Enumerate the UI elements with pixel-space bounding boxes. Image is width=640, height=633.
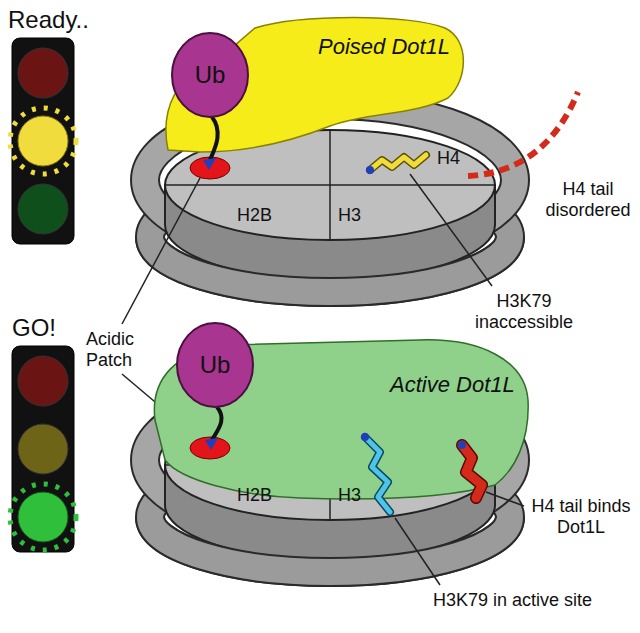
green-lamp-on bbox=[18, 492, 68, 542]
h3k79-residue bbox=[370, 155, 426, 170]
yellow-lamp-on bbox=[18, 116, 68, 166]
ubiquitin-shape bbox=[172, 33, 248, 117]
ubiquitin-shape bbox=[177, 323, 253, 407]
red-lamp-off bbox=[18, 48, 68, 98]
linkage-marker bbox=[203, 158, 216, 170]
histone-label: H2B bbox=[237, 485, 272, 506]
callout-label: H4 tail disordered bbox=[542, 178, 634, 221]
traffic-light-housing bbox=[12, 38, 74, 244]
state-label: GO! bbox=[12, 314, 56, 342]
traffic-light-housing bbox=[12, 346, 74, 552]
dna-gyre-front bbox=[150, 517, 510, 572]
leader-line bbox=[122, 178, 200, 324]
leader-line bbox=[410, 174, 492, 286]
callout-label: H3K79 inaccessible bbox=[468, 290, 580, 333]
dna-gyre-front bbox=[150, 237, 510, 292]
dna-gyre-front bbox=[150, 237, 510, 292]
histone-label: H2B bbox=[237, 205, 272, 226]
yellow-lamp-off bbox=[18, 424, 68, 474]
residue-atom bbox=[361, 433, 369, 441]
green-lamp-off bbox=[18, 184, 68, 234]
histone-divider bbox=[165, 184, 495, 186]
h3k79-residue bbox=[365, 437, 390, 512]
leader-line bbox=[395, 518, 440, 585]
node-title: Active Dot1L bbox=[390, 372, 515, 397]
linkage-marker bbox=[205, 438, 218, 450]
ubiquitin-linker bbox=[212, 407, 222, 440]
node-label: Ub bbox=[195, 61, 226, 89]
leader-line bbox=[486, 492, 524, 506]
node-label: Ub bbox=[200, 351, 231, 379]
callout-label: H4 tail binds Dot1L bbox=[528, 495, 634, 538]
lamp-glow bbox=[10, 484, 76, 550]
acidic-patch bbox=[190, 157, 230, 179]
histone-label: H3 bbox=[338, 205, 361, 226]
node-outline-group bbox=[177, 323, 253, 407]
histone-label: H3 bbox=[338, 485, 361, 506]
residue-atom bbox=[366, 166, 374, 174]
dot1l-shape bbox=[154, 340, 528, 499]
ubiquitin-circle: Ub bbox=[177, 323, 253, 407]
ubiquitin-circle: Ub bbox=[172, 33, 248, 117]
lysine-outline bbox=[365, 437, 390, 512]
lamp-glow bbox=[10, 108, 76, 174]
ubiquitin-linker bbox=[210, 117, 218, 160]
tail-outline bbox=[462, 445, 482, 498]
node-outline-group bbox=[154, 340, 528, 512]
callout-label: Acidic Patch bbox=[84, 328, 156, 371]
node-outline-group bbox=[172, 33, 248, 117]
callout-label: H3K79 in active site bbox=[400, 589, 625, 612]
node-outline-group bbox=[166, 18, 463, 180]
dna-gyre-front bbox=[150, 517, 510, 572]
node-title: Poised Dot1L bbox=[318, 34, 450, 59]
acidic-patch bbox=[190, 437, 230, 459]
h4-tail bbox=[462, 445, 482, 498]
red-lamp-off bbox=[18, 356, 68, 406]
lysine-outline bbox=[370, 155, 426, 170]
h4-tail-disordered bbox=[468, 92, 578, 176]
dot1l-shape bbox=[166, 18, 463, 153]
state-label: Ready.. bbox=[8, 6, 89, 34]
histone-label: H4 bbox=[437, 148, 460, 169]
residue-atom bbox=[458, 441, 466, 449]
